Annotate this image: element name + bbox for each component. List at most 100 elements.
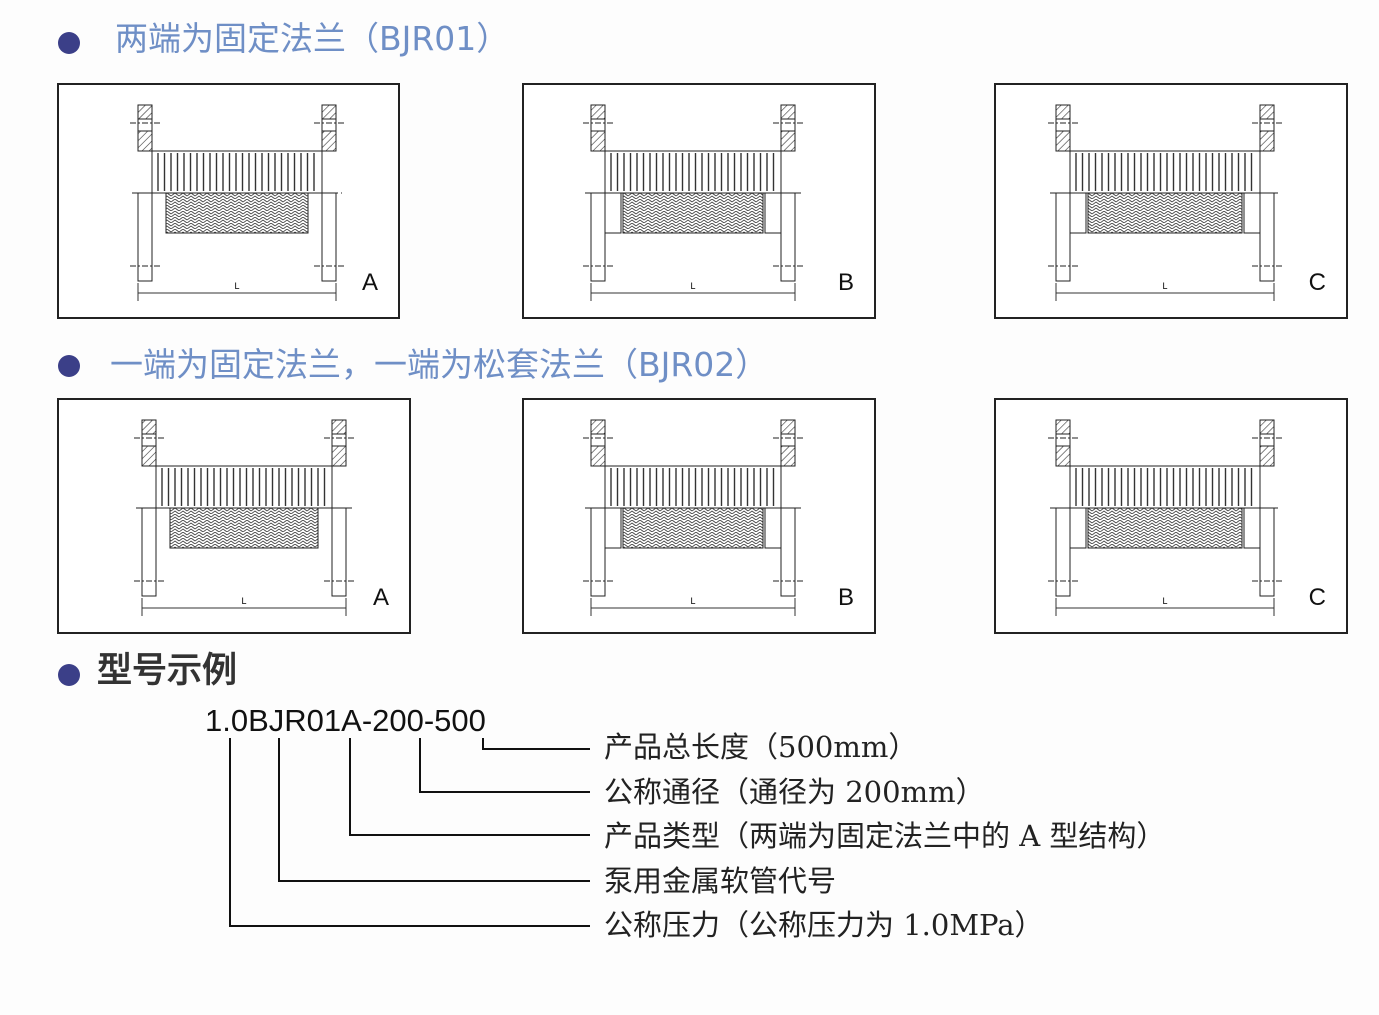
bolt-hole xyxy=(1055,118,1071,132)
flange-hatch-top xyxy=(321,104,337,120)
bellows-drawing: L xyxy=(1048,104,1282,301)
bolt-hole xyxy=(590,118,606,132)
pipe-end-left xyxy=(1069,505,1087,549)
pipe-end-right xyxy=(1243,190,1261,234)
flange-hatch-body xyxy=(780,130,796,152)
flange-hatch-body xyxy=(1259,445,1275,467)
dimension-label-L: L xyxy=(690,281,695,291)
variant-letter: A xyxy=(372,584,389,611)
flange-lower xyxy=(137,192,153,282)
flange-lower xyxy=(1055,192,1071,282)
leader-line xyxy=(419,738,421,793)
section-title-bjr01: 两端为固定法兰（BJR01） xyxy=(115,19,510,58)
flange-hatch-top xyxy=(331,419,347,435)
leader-line xyxy=(349,834,590,836)
pipe-end-left xyxy=(604,505,622,549)
bolt-hole xyxy=(590,433,606,447)
flange-lower xyxy=(321,192,337,282)
braid-mesh xyxy=(622,507,764,549)
explanation-total-length: 产品总长度（500mm） xyxy=(604,730,918,764)
flange-hatch-body xyxy=(1259,130,1275,152)
leader-line xyxy=(229,738,231,927)
bolt-hole xyxy=(1259,118,1275,132)
flange-hatch-top xyxy=(1055,419,1071,435)
explanation-hose-code: 泵用金属软管代号 xyxy=(604,864,837,898)
flange-hatch-body xyxy=(141,445,157,467)
explanation-nominal-pressure: 公称压力（公称压力为 1.0MPa） xyxy=(604,908,1044,942)
bellows-drawing: L xyxy=(583,104,803,301)
flange-hatch-body xyxy=(780,445,796,467)
bolt-hole xyxy=(321,118,337,132)
flange-hatch-body xyxy=(137,130,153,152)
explanation-product-type: 产品类型（两端为固定法兰中的 A 型结构） xyxy=(604,819,1166,853)
flange-lower xyxy=(780,192,796,282)
bolt-hole xyxy=(780,433,796,447)
flange-hatch-body xyxy=(1055,445,1071,467)
bolt-hole xyxy=(141,433,157,447)
flange-hatch-body xyxy=(590,130,606,152)
flange-lower xyxy=(780,507,796,597)
section-title-bjr02: 一端为固定法兰，一端为松套法兰（BJR02） xyxy=(110,345,769,384)
leader-line xyxy=(482,748,590,750)
braid-mesh xyxy=(169,507,319,549)
bellows-drawing: L xyxy=(1048,419,1282,616)
variant-letter: C xyxy=(1308,269,1326,296)
dimension-label-L: L xyxy=(241,596,246,606)
bullet-icon xyxy=(58,32,80,54)
flange-lower xyxy=(1259,192,1275,282)
dimension-label-L: L xyxy=(234,281,239,291)
flange-lower xyxy=(331,507,347,597)
flange-hatch-top xyxy=(1259,104,1275,120)
flange-lower xyxy=(590,192,606,282)
dimension-label-L: L xyxy=(1162,596,1167,606)
flange-hatch-body xyxy=(1055,130,1071,152)
model-code: 1.0BJR01A-200-500 xyxy=(205,703,486,738)
braid-mesh xyxy=(165,192,309,234)
bellows-drawing: L xyxy=(130,104,344,301)
flange-hatch-top xyxy=(1259,419,1275,435)
bellows-body xyxy=(151,150,323,194)
braid-mesh xyxy=(622,192,764,234)
variant-letter: A xyxy=(361,269,378,296)
bolt-hole xyxy=(1055,433,1071,447)
flange-hatch-top xyxy=(590,419,606,435)
variant-letter: B xyxy=(837,584,854,611)
variant-letter: B xyxy=(837,269,854,296)
bellows-drawing: L xyxy=(583,419,803,616)
bolt-hole xyxy=(137,118,153,132)
braid-mesh xyxy=(1087,192,1243,234)
flange-lower xyxy=(590,507,606,597)
flange-lower xyxy=(141,507,157,597)
leader-line xyxy=(419,791,590,793)
flange-hatch-body xyxy=(321,130,337,152)
dimension-label-L: L xyxy=(690,596,695,606)
bolt-hole xyxy=(331,433,347,447)
leader-line xyxy=(278,738,280,882)
braid-mesh xyxy=(1087,507,1243,549)
flange-hatch-body xyxy=(331,445,347,467)
bellows-drawing: L xyxy=(134,419,354,616)
variant-letter: C xyxy=(1308,584,1326,611)
leader-line xyxy=(349,738,351,836)
bolt-hole xyxy=(780,118,796,132)
flange-hatch-top xyxy=(137,104,153,120)
leader-line xyxy=(229,925,590,927)
pipe-end-left xyxy=(604,190,622,234)
bolt-hole xyxy=(1259,433,1275,447)
pipe-end-right xyxy=(1243,505,1261,549)
flange-hatch-top xyxy=(1055,104,1071,120)
flange-hatch-top xyxy=(141,419,157,435)
leader-line xyxy=(482,738,484,750)
bellows-body xyxy=(604,150,782,194)
leader-line xyxy=(278,880,590,882)
flange-hatch-body xyxy=(590,445,606,467)
bullet-icon xyxy=(58,664,80,686)
flange-hatch-top xyxy=(590,104,606,120)
